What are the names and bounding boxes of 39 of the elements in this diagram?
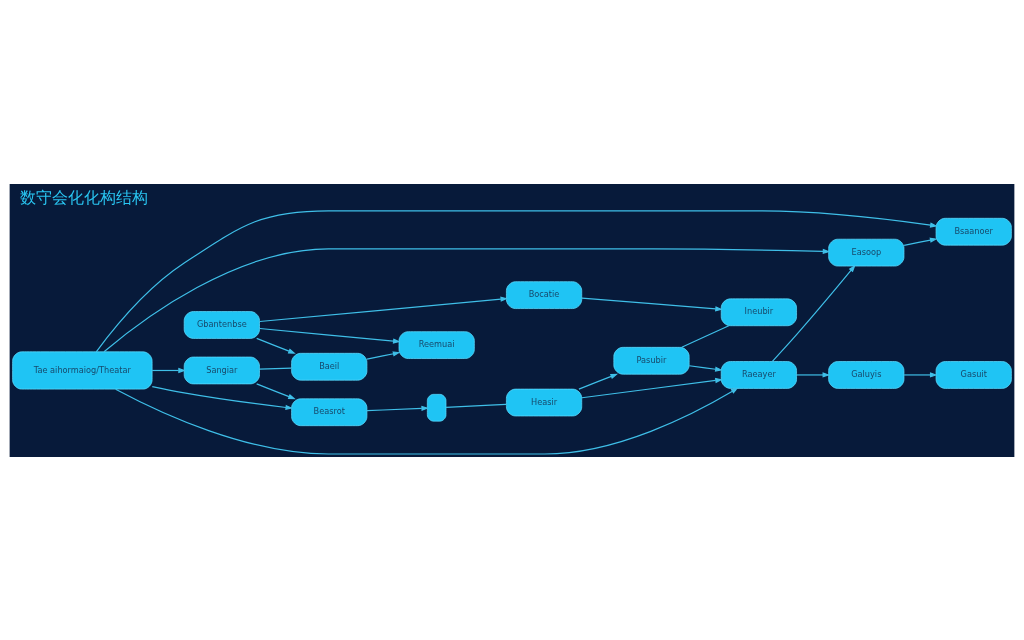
arrow — [259, 295, 509, 322]
node-box: Baeil — [291, 352, 368, 381]
arrow — [581, 297, 723, 311]
node-box: Galuyis — [828, 360, 905, 389]
arrow — [259, 327, 401, 344]
node-box: Raeayer — [720, 360, 797, 389]
node-box: Easoop — [828, 238, 905, 266]
node-box: Heasir — [506, 388, 583, 416]
node-box: Tae aihormaiog/Theatar — [12, 350, 153, 389]
arrow — [771, 264, 856, 362]
node-box: Bsaanoer — [935, 217, 1012, 246]
arrow — [688, 364, 723, 372]
arrow — [366, 350, 401, 360]
connector — [259, 366, 292, 370]
node-box: Sangiar — [183, 356, 260, 384]
arrow — [903, 237, 938, 246]
node-box: Bocatie — [506, 280, 583, 309]
arrow — [103, 247, 831, 352]
arrow — [256, 382, 296, 399]
arrow — [796, 371, 831, 378]
arrow — [95, 209, 938, 352]
arrow — [903, 371, 938, 378]
arrow — [151, 367, 186, 373]
arrow — [256, 337, 296, 354]
arrow — [151, 385, 294, 410]
connector — [681, 324, 730, 348]
connector — [445, 403, 507, 408]
arrow — [578, 373, 618, 390]
diagram-title: 数守会化化构结构 — [19, 187, 148, 207]
node-box: Ineubir — [720, 298, 797, 326]
node-box: Reemuai — [398, 330, 475, 359]
node-box: Pasubir — [613, 346, 690, 375]
arrow — [115, 387, 739, 455]
arrow — [366, 405, 429, 411]
arrow — [581, 377, 723, 398]
node-box: Gasuit — [935, 360, 1012, 389]
node-box — [426, 393, 447, 422]
node-box: Gbantenbse — [183, 310, 260, 339]
node-box: Beasrot — [291, 397, 368, 426]
